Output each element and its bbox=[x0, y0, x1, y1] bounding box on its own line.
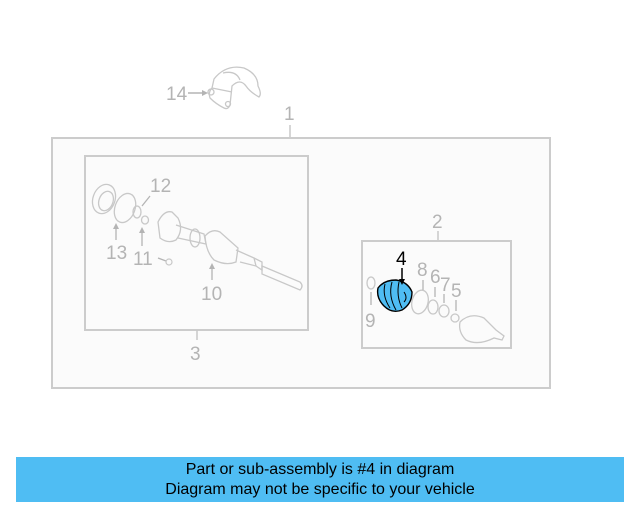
callout-13[interactable]: 13 bbox=[106, 243, 127, 264]
callout-8[interactable]: 8 bbox=[417, 260, 428, 281]
callout-12[interactable]: 12 bbox=[150, 176, 171, 197]
subassembly-3-frame bbox=[84, 155, 309, 331]
subassembly-2-parts bbox=[366, 276, 505, 344]
parts-diagram: 14 1 3 12 13 11 10 2 bbox=[51, 66, 551, 389]
banner-part-line: Part or sub-assembly is #4 in diagram bbox=[185, 461, 455, 478]
callout-14[interactable]: 14 bbox=[166, 84, 188, 105]
subassembly-3-parts bbox=[91, 183, 303, 291]
callout-11[interactable]: 11 bbox=[133, 249, 153, 270]
callout-9[interactable]: 9 bbox=[365, 311, 376, 332]
part-14-bracket[interactable] bbox=[207, 66, 261, 110]
callout-1[interactable]: 1 bbox=[284, 104, 295, 125]
banner-disclaimer-line: Diagram may not be specific to your vehi… bbox=[165, 481, 475, 498]
callout-3[interactable]: 3 bbox=[190, 344, 201, 365]
callout-4[interactable]: 4 bbox=[396, 249, 407, 270]
callout-6[interactable]: 6 bbox=[430, 267, 441, 288]
callout-10[interactable]: 10 bbox=[201, 284, 222, 305]
part-info-banner: Part or sub-assembly is #4 in diagram Di… bbox=[16, 457, 624, 502]
callout-5[interactable]: 5 bbox=[451, 281, 462, 302]
callout-7[interactable]: 7 bbox=[440, 275, 451, 296]
part-4-boot-highlighted[interactable] bbox=[376, 279, 413, 313]
callout-2[interactable]: 2 bbox=[432, 212, 443, 233]
